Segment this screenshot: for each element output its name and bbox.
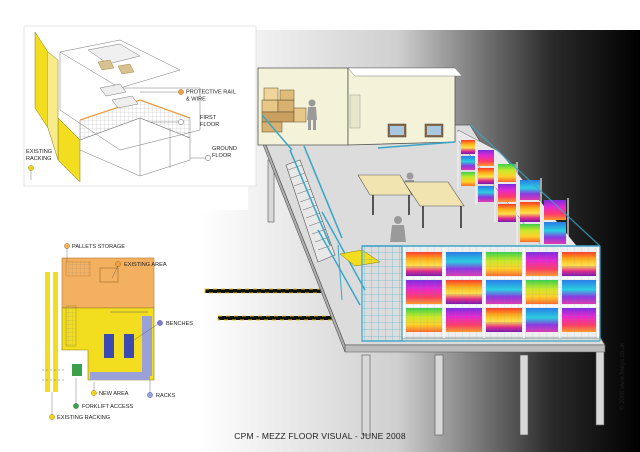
caption-title: CPM - MEZZ FLOOR VISUAL - JUNE 2008 <box>234 431 406 441</box>
main-visual: © 2008 www.fineys.co.uk <box>200 30 640 452</box>
label-protective-rail-2: & WIRE <box>186 97 206 103</box>
top-inset-callouts: PROTECTIVE RAIL & WIRE FIRST FLOOR GROUN… <box>26 89 237 180</box>
forklift-access-rect <box>72 364 82 376</box>
label-new-area: NEW AREA <box>99 391 129 397</box>
rack-rect <box>142 316 152 376</box>
label-first-floor-2: FLOOR <box>200 122 219 128</box>
label-racks: RACKS <box>156 393 176 399</box>
top-inset: PROTECTIVE RAIL & WIRE FIRST FLOOR GROUN… <box>23 25 257 187</box>
existing-racking-strip <box>53 272 58 392</box>
plan-inset: PALLETS STORAGE EXISTING AREA BENCHES NE… <box>42 243 193 421</box>
label-forklift-access: FORKLIFT ACCESS <box>82 404 133 410</box>
label-pallets-storage: PALLETS STORAGE <box>72 244 125 250</box>
staircase <box>285 145 343 263</box>
label-protective-rail-1: PROTECTIVE RAIL <box>186 90 236 96</box>
office-front-rail <box>377 141 456 149</box>
work-benches <box>357 174 465 228</box>
top-inset-drawing <box>34 31 201 183</box>
plan-callouts: PALLETS STORAGE EXISTING AREA BENCHES NE… <box>49 243 193 421</box>
callout-dot-orange <box>178 89 184 95</box>
callout-dot-white <box>178 119 184 125</box>
side-rack <box>457 129 581 251</box>
label-existing-racking: EXISTING RACKING <box>57 415 110 421</box>
label-existing-area: EXISTING AREA <box>124 262 167 268</box>
label-benches: BENCHES <box>166 321 193 327</box>
left-protective-rail <box>261 114 366 306</box>
callout-dot-yellow <box>28 165 34 171</box>
label-existing-racking-1: EXISTING <box>26 149 52 155</box>
callout-dot-white <box>205 155 211 161</box>
copyright-text: © 2008 www.fineys.co.uk <box>619 342 626 410</box>
label-existing-racking-2: RACKING <box>26 156 52 162</box>
rack-rect <box>90 372 150 380</box>
label-ground-floor-2: FLOOR <box>212 153 231 159</box>
label-ground-floor-1: GROUND <box>212 146 237 152</box>
mesh-guard <box>361 124 601 342</box>
bench-rect <box>124 334 134 358</box>
existing-racking-strip <box>45 272 50 392</box>
label-first-floor-1: FIRST <box>200 115 217 121</box>
deck-edge <box>344 344 606 353</box>
bench-rect <box>104 334 114 358</box>
